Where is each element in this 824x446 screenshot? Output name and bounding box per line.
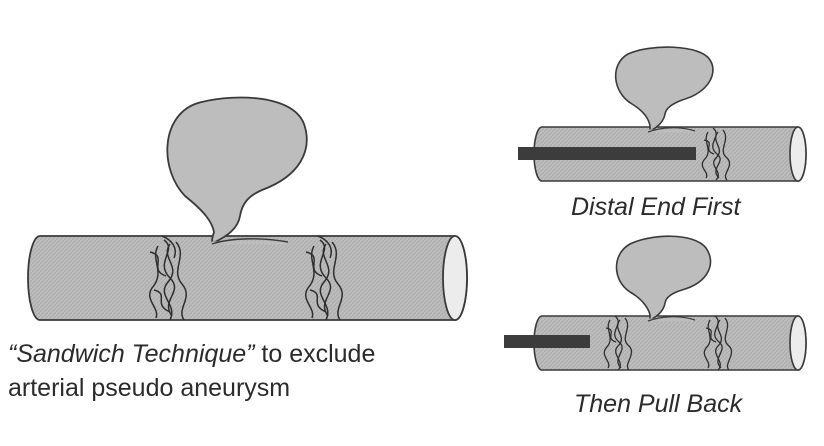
main-caption-rest: to exclude (254, 340, 376, 368)
pullback-pseudoaneurysm-sac (615, 235, 712, 322)
main-coil-right (305, 235, 343, 321)
distal-catheter (518, 147, 696, 160)
pullback-coil-left (603, 315, 633, 371)
distal-vessel-open-end (789, 126, 807, 182)
main-coil-left (149, 235, 187, 321)
distal-coil (701, 127, 731, 181)
main-caption-quote: “Sandwich Technique” (8, 340, 255, 368)
pullback-vessel-open-end (789, 315, 807, 371)
distal-caption: Distal End First (571, 193, 741, 221)
pullback-vessel (533, 315, 807, 371)
distal-pseudoaneurysm-sac (614, 46, 714, 133)
pullback-catheter (504, 335, 590, 348)
pullback-caption: Then Pull Back (574, 390, 743, 418)
pullback-coil-right (703, 315, 733, 371)
main-vessel-open-end (442, 235, 468, 321)
main-caption-line2: arterial pseudo aneurysm (8, 374, 291, 402)
main-caption-line1: “Sandwich Technique” to exclude (8, 342, 375, 367)
main-vessel-body (27, 235, 468, 321)
main-pseudoaneurysm-sac (166, 96, 308, 245)
main-vessel (27, 235, 468, 321)
